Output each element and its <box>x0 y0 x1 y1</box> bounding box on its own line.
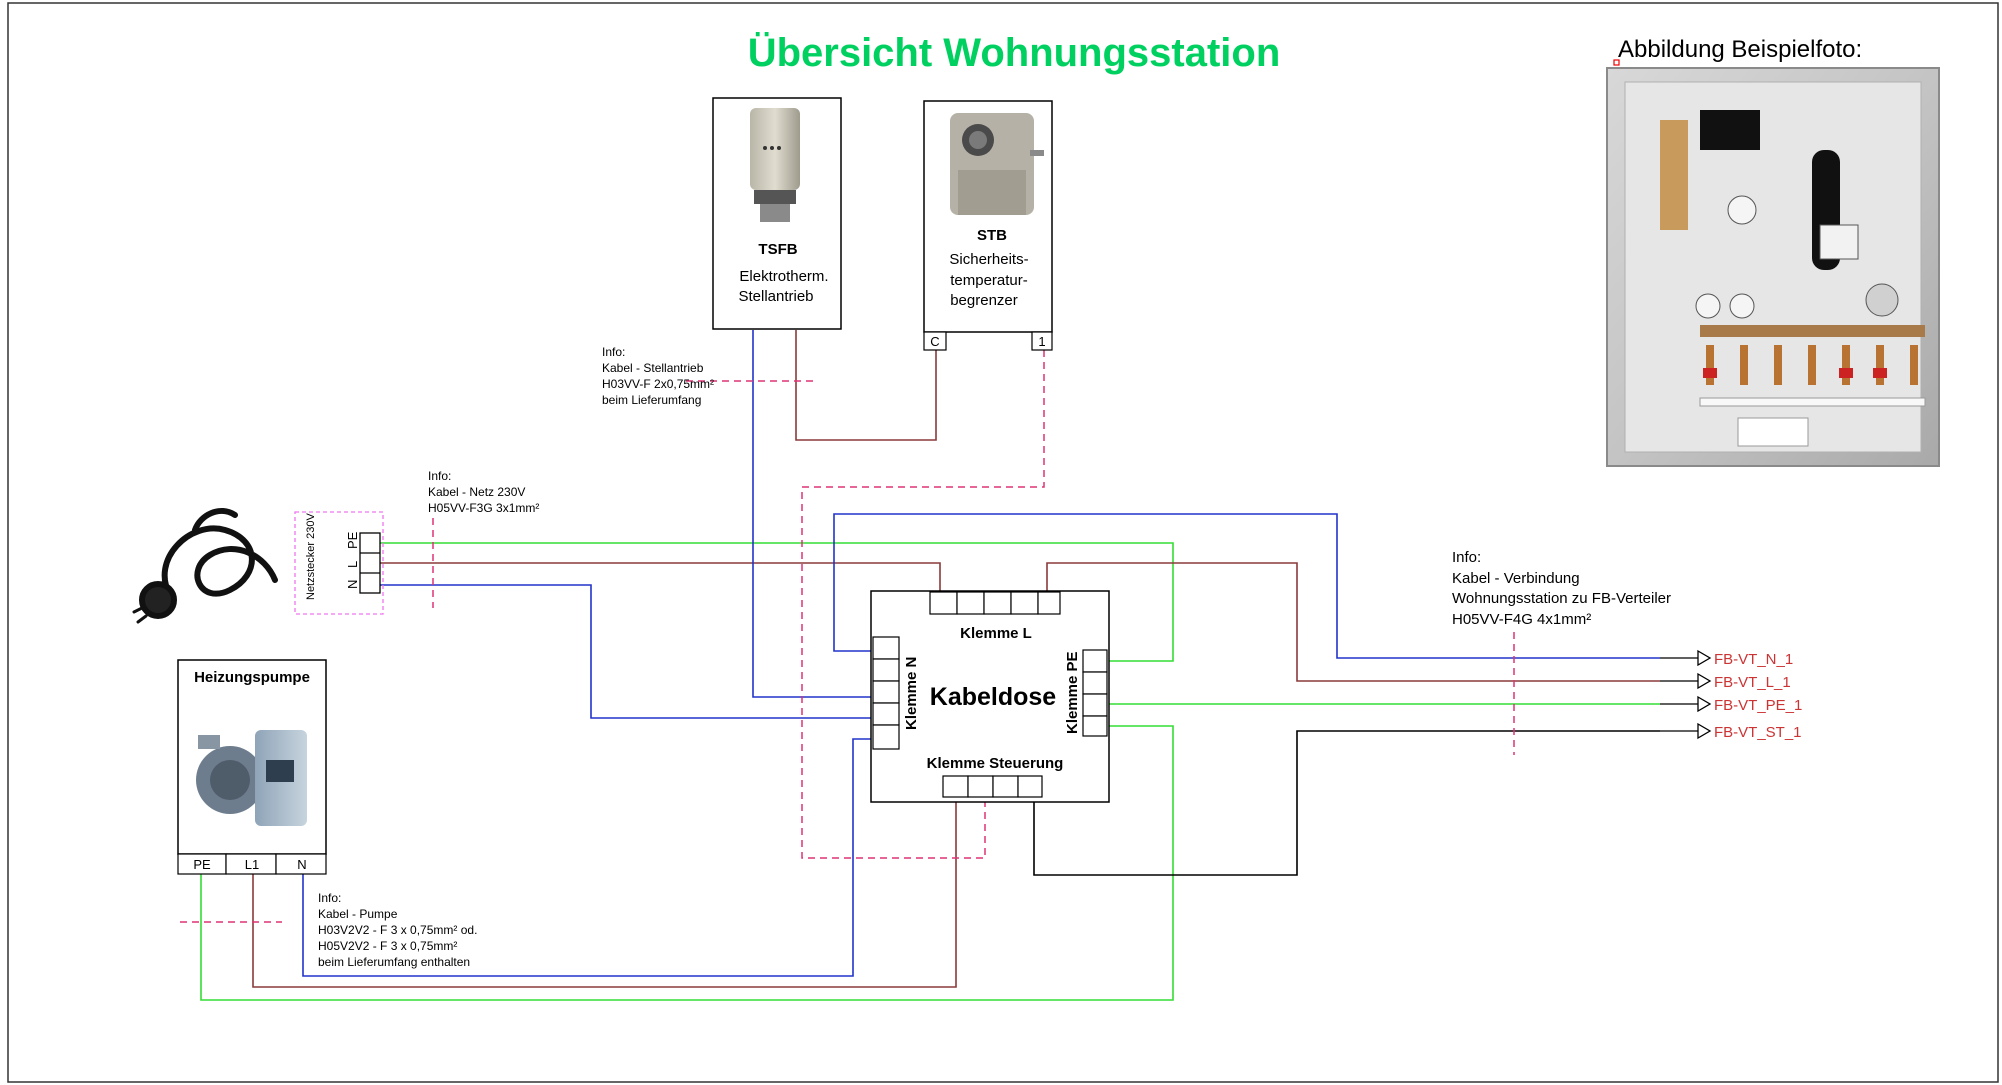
output-label-st: FB-VT_ST_1 <box>1714 724 1802 741</box>
plug-enclosure <box>294 511 384 615</box>
pump-terminal-pe: PE <box>193 857 211 872</box>
info-stellantrieb-line3: H03VV-F 2x0,75mm² <box>602 377 714 391</box>
arrow-st <box>1697 722 1712 740</box>
pump-image <box>196 730 307 826</box>
actuator-image <box>750 108 800 222</box>
page-frame <box>7 2 1999 1083</box>
klemme-steuerung-block <box>942 775 1043 798</box>
station-photo <box>1606 67 1940 467</box>
live-wire-tsfb-stb <box>795 330 937 441</box>
pump-terminal-l1: L1 <box>245 857 259 872</box>
info-verbindung-line1: Info: <box>1452 549 1481 566</box>
info-stellantrieb: Info: Kabel - Stellantrieb H03VV-F 2x0,7… <box>602 345 714 407</box>
info-stellantrieb-line2: Kabel - Stellantrieb <box>602 361 704 375</box>
kabeldose-name: Kabeldose <box>930 683 1057 711</box>
stb-terminal-1: 1 <box>1038 334 1045 349</box>
arrow-l <box>1697 672 1712 690</box>
live-wire-plug <box>380 562 941 612</box>
info-netz-line1: Info: <box>428 469 451 483</box>
info-verbindung-line3: Wohnungsstation zu FB-Verteiler <box>1452 590 1671 607</box>
info-stellantrieb-line4: beim Lieferumfang <box>602 393 701 407</box>
control-wire <box>1033 730 1660 876</box>
klemme-l-block <box>929 591 1061 615</box>
info-netz-line3: H05VV-F3G 3x1mm² <box>428 501 539 515</box>
photo-caption: Abbildung Beispielfoto: <box>1618 36 1862 63</box>
info-verbindung-line2: Kabel - Verbindung <box>1452 570 1580 587</box>
neutral-wire-plug <box>380 584 887 719</box>
klemme-steuerung-label: Klemme Steuerung <box>927 755 1064 772</box>
info-netz-line2: Kabel - Netz 230V <box>428 485 525 499</box>
arrow-pe <box>1697 695 1712 713</box>
stb-desc-line1: Sicherheits- <box>949 251 1028 268</box>
info-pumpe: Info: Kabel - Pumpe H03V2V2 - F 3 x 0,75… <box>318 891 477 969</box>
neutral-wire-output <box>833 513 1660 659</box>
pump-box: Heizungspumpe PE L1 N <box>177 659 327 875</box>
klemme-n-label: Klemme N <box>903 657 920 730</box>
pump-name: Heizungspumpe <box>194 669 310 686</box>
tsfb-desc-line1: Elektrotherm. <box>739 268 828 285</box>
plug-terminal-n: N <box>345 580 360 589</box>
output-label-pe: FB-VT_PE_1 <box>1714 697 1802 714</box>
info-stellantrieb-line1: Info: <box>602 345 625 359</box>
tsfb-desc-line2: Stellantrieb <box>738 288 813 305</box>
klemme-n-block <box>872 636 900 750</box>
stb-desc-line3: begrenzer <box>950 292 1018 309</box>
output-labels: FB-VT_N_1 FB-VT_L_1 FB-VT_PE_1 FB-VT_ST_… <box>1714 651 1802 741</box>
plug-label: Netzstecker 230V <box>305 513 317 600</box>
pump-terminal-n: N <box>297 857 306 872</box>
kabeldose: Kabeldose Klemme L Klemme N Klemme PE Kl… <box>870 590 1110 803</box>
plug-terminal-l: L <box>345 561 360 568</box>
info-pumpe-line3: H03V2V2 - F 3 x 0,75mm² od. <box>318 923 477 937</box>
neutral-wire-tsfb <box>752 330 887 698</box>
info-verbindung: Info: Kabel - Verbindung Wohnungsstation… <box>1452 549 1671 628</box>
anchor-marker <box>1613 59 1620 66</box>
stb-box: STB Sicherheits- temperatur- begrenzer C… <box>923 100 1053 351</box>
info-verbindung-line4: H05VV-F4G 4x1mm² <box>1452 611 1591 628</box>
info-pumpe-line5: beim Lieferumfang enthalten <box>318 955 470 969</box>
info-pumpe-line1: Info: <box>318 891 341 905</box>
tsfb-name: TSFB <box>758 241 797 258</box>
stb-desc-line2: temperatur- <box>950 272 1028 289</box>
stb-image <box>950 113 1044 215</box>
plug-terminal-pe: PE <box>345 531 360 549</box>
output-label-n: FB-VT_N_1 <box>1714 651 1793 668</box>
output-label-l: FB-VT_L_1 <box>1714 674 1791 691</box>
output-arrows <box>1660 649 1712 740</box>
klemme-l-label: Klemme L <box>960 625 1032 642</box>
plug-terminal-block: PE L N <box>345 531 381 594</box>
page-title: Übersicht Wohnungsstation <box>748 30 1281 75</box>
live-wire-output <box>1046 562 1660 682</box>
klemme-pe-label: Klemme PE <box>1064 651 1081 734</box>
neutral-wire-pump <box>302 738 887 977</box>
stb-terminal-c: C <box>930 334 939 349</box>
stb-name: STB <box>977 227 1007 244</box>
info-netz: Info: Kabel - Netz 230V H05VV-F3G 3x1mm² <box>428 469 539 515</box>
power-cable-icon <box>132 508 278 624</box>
klemme-pe-block <box>1082 649 1108 737</box>
live-wire-pump <box>252 792 957 988</box>
stb-control-dashed <box>801 350 1045 859</box>
tsfb-box: TSFB Elektrotherm. Stellantrieb <box>712 97 842 330</box>
info-pumpe-line4: H05V2V2 - F 3 x 0,75mm² <box>318 939 457 953</box>
info-pumpe-line2: Kabel - Pumpe <box>318 907 398 921</box>
dashed-markers <box>180 350 1515 923</box>
pe-wire-pump <box>200 725 1174 1001</box>
pe-wire-plug <box>380 542 1174 662</box>
arrow-n <box>1697 649 1712 667</box>
